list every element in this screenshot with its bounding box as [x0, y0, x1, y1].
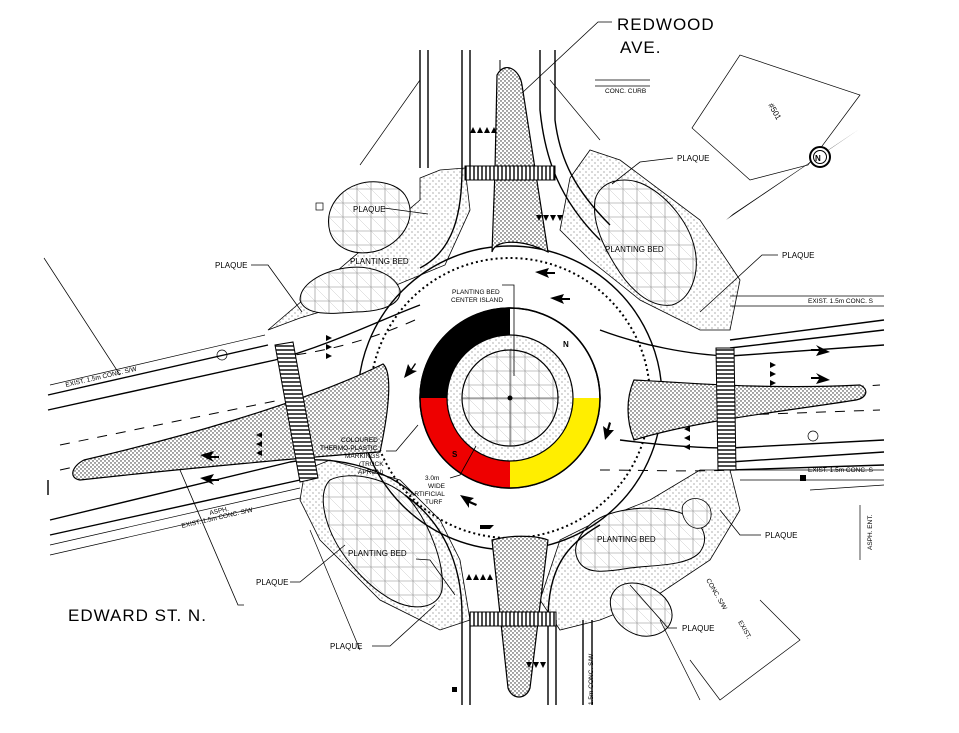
label-center-island-1: PLANTING BED	[452, 289, 500, 296]
label-sidewalk-south: 1.5m CONC. S/W	[588, 653, 595, 705]
arrow-icon	[811, 373, 830, 384]
apron-yellow-quadrant	[510, 398, 600, 488]
centre-island: N S	[419, 307, 601, 489]
lot-number: #501	[766, 102, 783, 122]
planting-bed-nw	[327, 181, 411, 254]
planting-bed-sw	[322, 475, 443, 608]
apron-black-quadrant	[420, 308, 510, 398]
planting-bed-se	[575, 507, 706, 572]
label-sidewalk-e: EXIST. 1.5m CONC. S	[808, 467, 874, 474]
leader-lines	[179, 21, 778, 647]
crosswalk-south	[469, 611, 557, 627]
label-plaque-ne: PLAQUE	[782, 251, 814, 260]
arrow-icon	[811, 345, 830, 356]
lane-arrows	[200, 268, 830, 529]
planting-bed-nw-lower	[299, 266, 401, 314]
label-plaque-n: PLAQUE	[677, 154, 709, 163]
label-plaque-sw: PLAQUE	[256, 578, 288, 587]
centre-south-marker: S	[452, 450, 458, 459]
label-plaque-nw: PLAQUE	[353, 205, 385, 214]
label-asph-ent: ASPH. ENT.	[867, 514, 874, 550]
label-apron-3: MARKINGS	[345, 453, 380, 460]
north-arrow: N	[726, 130, 858, 220]
property-lines	[43, 54, 885, 701]
north-symbol: N	[815, 154, 821, 163]
street-name-redwood-suffix: AVE.	[620, 38, 661, 57]
label-center-island-2: CENTER ISLAND	[451, 297, 503, 304]
apron-red-quadrant	[420, 398, 510, 488]
planting-beds	[299, 179, 712, 637]
crosswalk-north	[464, 165, 556, 181]
label-turf-2: WIDE	[428, 483, 446, 490]
street-name-edward: EDWARD ST. N.	[68, 606, 207, 625]
label-apron-2: THERMO-PLASTIC	[320, 445, 378, 452]
label-plaque-s: PLAQUE	[330, 642, 362, 651]
label-plaque-se: PLAQUE	[682, 624, 714, 633]
label-apron-5: APRON)	[358, 469, 383, 476]
label-plaque-e: PLAQUE	[765, 531, 797, 540]
street-name-redwood: REDWOOD	[617, 15, 715, 34]
label-turf-3: ARTIFICIAL	[410, 491, 445, 498]
label-apron-1: COLOURED	[341, 437, 378, 444]
arrow-icon	[460, 495, 477, 508]
centre-north-marker: N	[563, 340, 569, 349]
arrow-icon	[535, 268, 555, 278]
label-planting-bed-nw: PLANTING BED	[350, 257, 409, 266]
arrow-icon	[603, 422, 614, 440]
splitter-island-east	[627, 379, 867, 441]
crosswalk-west	[274, 341, 319, 483]
label-conc-sw-se: CONC. S/W	[704, 578, 728, 613]
arrow-icon	[200, 451, 219, 462]
planting-bed-se-small	[681, 498, 712, 529]
arrow-icon	[200, 474, 219, 485]
planting-bed-se-lower	[609, 582, 673, 637]
label-plaque-w: PLAQUE	[215, 261, 247, 270]
label-turf-4: TURF	[425, 499, 442, 506]
label-conc-curb: CONC. CURB	[605, 88, 646, 95]
label-exist-se: EXIST.	[736, 620, 752, 641]
label-planting-bed-ne: PLANTING BED	[605, 245, 664, 254]
label-turf-1: 3.0m	[425, 475, 439, 482]
label-planting-bed-sw: PLANTING BED	[348, 549, 407, 558]
yield-markings	[256, 127, 776, 668]
planting-bed-ne	[593, 179, 697, 306]
arrow-icon	[550, 294, 570, 304]
crosswalk-east	[715, 347, 737, 471]
label-sidewalk-ne: EXIST. 1.5m CONC. S	[808, 298, 874, 305]
label-planting-bed-se: PLANTING BED	[597, 535, 656, 544]
splitter-island-north	[491, 67, 549, 254]
arrow-icon	[480, 525, 494, 529]
label-asph: ASPH.	[209, 506, 230, 517]
crosswalks	[274, 165, 737, 627]
label-apron-4: (TRUCK	[359, 461, 384, 468]
arrow-icon	[404, 363, 417, 378]
